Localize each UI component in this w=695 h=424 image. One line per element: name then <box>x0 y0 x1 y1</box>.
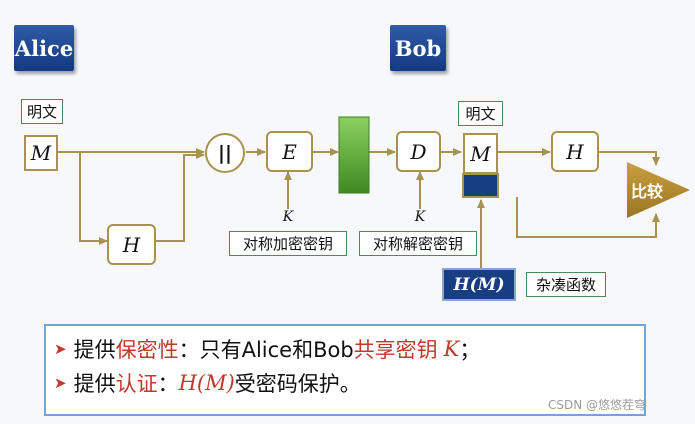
bob-badge: Bob <box>390 25 446 71</box>
sender-message-node: M <box>24 135 58 171</box>
arrow-hash-to-concat <box>156 151 205 242</box>
encrypt-key-label: 对称加密密钥 <box>229 231 347 256</box>
receiver-hash-node: H <box>551 131 599 172</box>
note1-confidentiality: 保密性 <box>115 338 179 362</box>
compare-triangle <box>627 162 690 218</box>
receiver-message-node: M <box>463 133 498 174</box>
note2-prefix: 提供 <box>73 372 116 396</box>
bullet-arrow-icon: ➤ <box>54 374 67 392</box>
ciphertext-block <box>338 116 370 194</box>
arrow-m-to-hash <box>79 152 108 245</box>
sender-plaintext-label: 明文 <box>21 99 63 124</box>
sender-hash-node: H <box>107 224 156 265</box>
decrypt-key-symbol: K <box>414 209 426 225</box>
note2-hash-symbol: H(M) <box>178 371 235 395</box>
note1-shared-key: 共享密钥 <box>353 338 438 362</box>
note2-authentication: 认证 <box>115 372 158 396</box>
encrypt-node: E <box>266 131 313 172</box>
alice-badge: Alice <box>14 25 74 71</box>
hash-value-box: H(M) <box>442 268 516 301</box>
bullet-arrow-icon: ➤ <box>54 340 67 358</box>
decrypt-node: D <box>396 131 441 172</box>
watermark: CSDN @悠悠茬穹 <box>548 398 647 412</box>
note-authentication: ➤ 提供认证：H(M) 受密码保护。 <box>54 366 644 400</box>
note2-colon: ： <box>157 372 179 396</box>
received-hash-slot <box>462 173 499 198</box>
decrypt-key-label: 对称解密密钥 <box>359 231 477 256</box>
encrypt-key-symbol: K <box>282 209 294 225</box>
note1-prefix: 提供 <box>73 338 116 362</box>
receiver-plaintext-label: 明文 <box>458 101 503 126</box>
note2-suffix: 受密码保护。 <box>234 372 361 396</box>
note1-middle: ：只有Alice和Bob <box>178 338 354 362</box>
note1-suffix: ； <box>459 338 481 362</box>
note1-key-symbol: K <box>443 337 460 361</box>
arrow-hash-to-compare <box>599 151 660 166</box>
compare-label: 比较 <box>630 182 663 201</box>
concat-node: || <box>205 133 245 173</box>
arrow-hashbox-to-compare <box>516 197 660 238</box>
hash-function-label: 杂凑函数 <box>526 272 606 297</box>
